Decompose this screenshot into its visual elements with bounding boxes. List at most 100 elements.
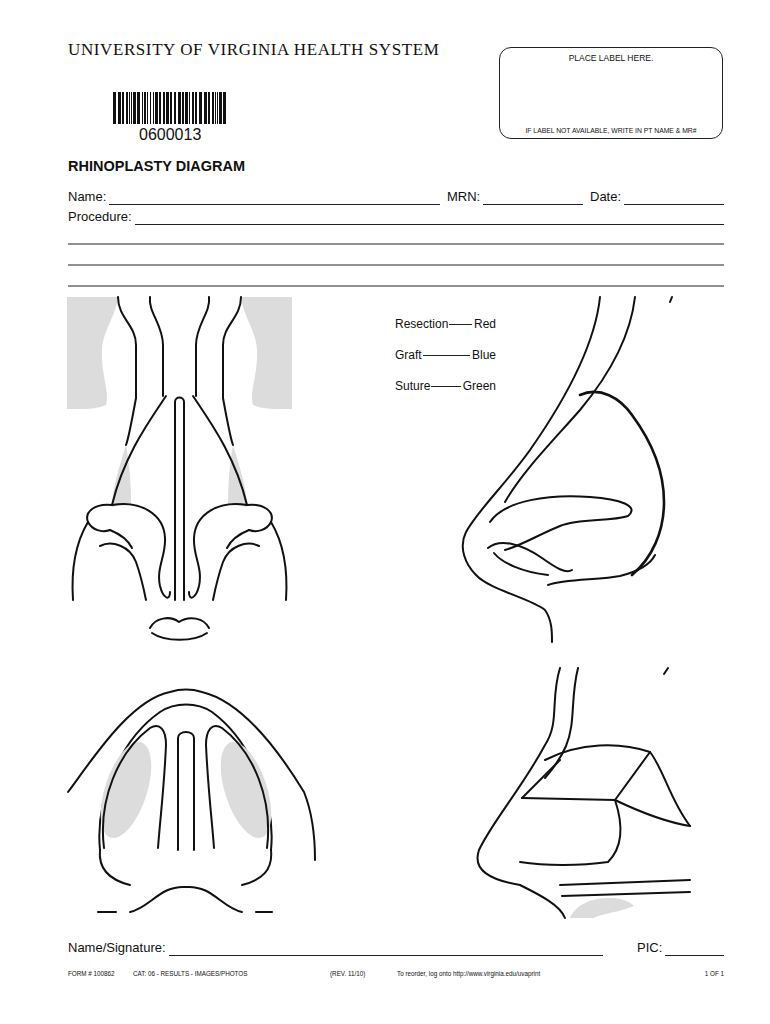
barcode-bar [150,92,151,124]
legend-color-name: Green [463,380,496,392]
barcode-bar [208,92,210,124]
barcode-bar [174,92,176,124]
base-view [68,690,315,912]
footer-text: FORM # 100862 [68,971,115,977]
barcode-bar [223,92,226,124]
legend-line [423,355,470,356]
barcode-bar [217,92,218,124]
lateral-view-lower-stroke [562,892,690,896]
lateral-view-stroke [488,543,572,571]
barcode-bar [204,92,207,124]
barcode-bar [199,92,202,124]
front-view-half-stroke [100,544,146,600]
front-view-stroke [175,398,184,601]
field-label: Name: [68,190,106,203]
barcode-bar [189,92,190,124]
barcode-bar [159,92,161,124]
legend-color-name: Blue [472,349,496,361]
lateral-view-stroke [490,496,632,550]
label-box-heading: PLACE LABEL HERE. [500,54,722,63]
front-view-half-stroke [73,522,88,600]
barcode-bar [170,92,172,124]
barcode-bar [178,92,181,124]
barcode-bar [166,92,169,124]
field-label: Name/Signature: [68,941,166,954]
fill-in-line [109,204,440,205]
field-label: MRN: [447,190,480,203]
footer-text: (REV. 11/10) [330,971,365,977]
form-title: RHINOPLASTY DIAGRAM [68,159,245,174]
field-label: Date: [590,190,621,203]
fill-in-line [665,955,724,956]
lateral-view-lower-stroke [520,800,620,865]
legend-line [449,324,472,325]
lateral-view-stroke [580,392,664,575]
barcode [113,92,226,124]
front-view-half-stroke [112,504,170,598]
front-view-half-stroke [110,530,132,548]
footer-text: To reorder, log onto http://www.virginia… [397,971,540,977]
base-view-stroke [130,887,242,912]
procedure-lines-stroke [68,244,724,245]
lateral-view-lower [477,668,690,918]
barcode-bar [144,92,146,124]
base-view-stroke [206,726,268,848]
legend-text: Graft [395,349,422,361]
front-view-half-stroke [67,297,118,409]
procedure-lines [68,244,724,286]
fill-in-line [135,224,724,225]
base-view-stroke [68,690,315,860]
barcode-bar [182,92,184,124]
barcode-bar [153,92,154,124]
barcode-bar [137,92,140,124]
legend-color-name: Red [474,318,496,330]
barcode-bar [118,92,121,124]
fill-in-line [169,955,603,956]
barcode-number: 0600013 [139,127,201,143]
label-box: PLACE LABEL HERE. IF LABEL NOT AVAILABLE,… [499,47,723,139]
lateral-view-lower-stroke [522,752,650,800]
legend-text: Resection [395,318,448,330]
barcode-bar [122,92,124,124]
legend-text: Suture [395,380,430,392]
lateral-view [463,297,672,642]
front-view-half [67,297,170,600]
lateral-view-lower-stroke [615,800,690,826]
barcode-bar [185,92,188,124]
lateral-view-lower-stroke [545,668,578,778]
base-view-stroke [103,726,166,848]
lateral-view-stroke [548,555,655,585]
front-view-stroke [150,618,209,628]
barcode-bar [215,92,216,124]
footer-text: 1 OF 1 [705,971,724,977]
base-view-stroke [178,732,194,850]
fill-in-line [483,204,583,205]
procedure-lines-stroke [68,286,724,287]
barcode-bar [155,92,158,124]
front-view-stroke [152,633,207,640]
barcode-bar [219,92,222,124]
barcode-bar [192,92,194,124]
barcode-bar [195,92,197,124]
barcode-bar [126,92,128,124]
fill-in-line [624,204,724,205]
front-view-half-stroke [112,396,166,505]
lateral-view-lower-stroke [477,668,565,918]
barcode-bar [147,92,148,124]
field-label: Procedure: [68,210,132,223]
base-view-stroke [242,850,271,885]
barcode-bar [133,92,136,124]
base-view-stroke [98,911,116,913]
lateral-view-lower-stroke [545,745,690,826]
lateral-view-stroke [494,553,548,575]
base-view-stroke [100,850,130,885]
base-view-stroke [256,911,272,913]
front-view [67,297,292,640]
front-view-half-stroke [118,297,136,398]
front-view-half-stroke [150,297,163,396]
barcode-bar [142,92,143,124]
barcode-bar [131,92,132,124]
label-box-note: IF LABEL NOT AVAILABLE, WRITE IN PT NAME… [500,128,722,135]
